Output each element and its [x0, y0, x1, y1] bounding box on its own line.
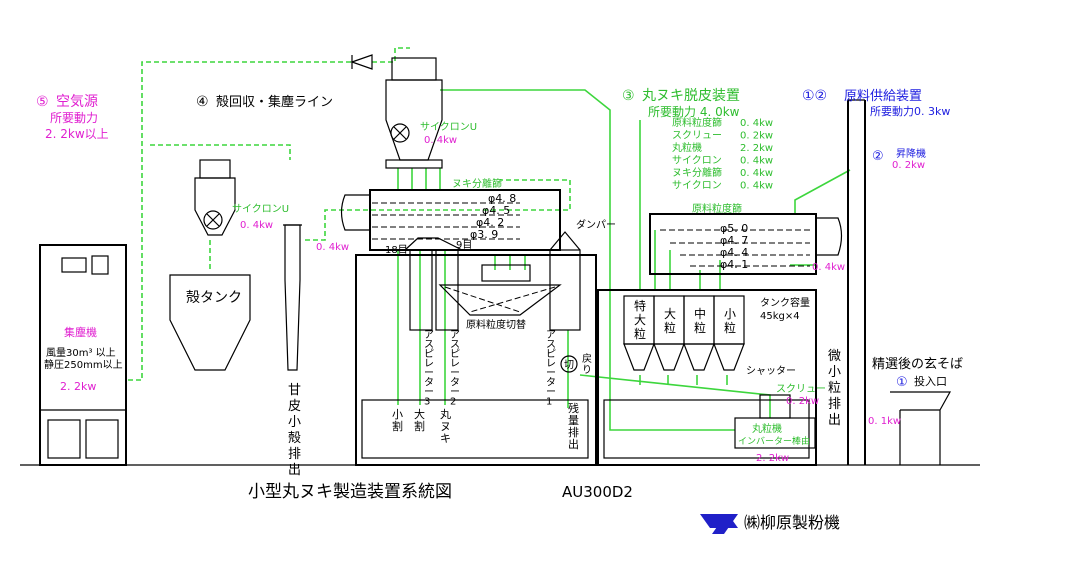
inverter-label: インバーター棒由: [738, 435, 810, 447]
air-source-power: 2. 2kw以上: [45, 127, 109, 141]
airflow-label: 風量30m³ 以上: [46, 347, 116, 359]
residue-label: 残量排出: [568, 401, 579, 451]
green-piping: [128, 47, 851, 431]
shell-tank-label: 殻タンク: [186, 290, 242, 306]
shell-recovery-num: ④: [196, 94, 209, 110]
hulling-item-kw: 2. 2kw: [740, 143, 773, 154]
raw-kw: 0. 4kw: [812, 262, 845, 273]
fine-out-label: 微小粒排出: [828, 349, 841, 428]
cyclone-top-label: サイクロンU: [420, 121, 477, 133]
raw-size-label: φ5. 0: [720, 222, 748, 235]
hulling-item-name: スクリュー: [672, 130, 722, 142]
hulling-item-name: 丸粒機: [672, 141, 702, 154]
sieve-sizes: φ4. 8φ4. 5φ4. 2φ3. 9: [470, 192, 516, 241]
static-pressure-label: 静圧250mm以上: [44, 358, 123, 371]
model-number: AU300D2: [562, 483, 633, 501]
tank-size-label: 45kg×4: [760, 311, 800, 322]
air-source-label: 空気源: [56, 94, 98, 110]
raw-size-label: φ4. 4: [720, 246, 748, 259]
hull-kw: 2. 2kw: [756, 453, 789, 464]
tank-capacity-label: タンク容量: [760, 296, 810, 309]
grade-label: 小粒: [724, 307, 736, 335]
output-label: 丸ヌキ: [440, 408, 451, 445]
hulling-item-name: サイクロン: [672, 180, 722, 192]
equipment-lines: [20, 54, 980, 466]
dust-collector-label: 集塵機: [64, 325, 97, 339]
output-label: 小割: [392, 408, 403, 433]
grade-label: 中粒: [694, 306, 706, 335]
mesh18-label: 18目: [385, 245, 408, 256]
air-source-power-label: 所要動力: [50, 111, 98, 125]
hulling-num: ③: [622, 88, 635, 104]
mid-kw: 0. 4kw: [316, 242, 349, 253]
sieve-size-label: φ4. 2: [476, 216, 504, 229]
elevator-label: 昇降機: [896, 147, 926, 160]
cyclone-left-kw: 0. 4kw: [240, 220, 273, 231]
shutter-label: シャッター: [746, 365, 796, 377]
sieve-size-label: φ4. 8: [488, 192, 516, 205]
inlet-num: ①: [896, 375, 908, 390]
switch-label: 原料粒度切替: [466, 318, 526, 331]
company-logo: [700, 514, 738, 534]
company-name: ㈱柳原製粉機: [744, 513, 840, 532]
hulling-label: 丸ヌキ脱皮装置: [642, 88, 740, 104]
bran-out-label: 甘皮小殻排出: [288, 383, 301, 478]
screw-kw: 0. 2kw: [786, 396, 819, 407]
air-source-num: ⑤: [36, 94, 49, 110]
dust-kw: 2. 2kw: [60, 380, 96, 393]
hulling-items: 原料粒度篩 0. 4kw スクリュー 0. 2kw 丸粒機 2. 2kw サイクロン 0. 4…: [672, 116, 773, 192]
selected-label: 精選後の玄そば: [872, 357, 963, 372]
mesh9-label: 9目: [456, 240, 472, 251]
hulling-item-kw: 0. 2kw: [740, 131, 773, 142]
supply-power: 所要動力0. 3kw: [870, 104, 950, 118]
return-label: 戻り: [582, 352, 592, 376]
hulling-item-name: サイクロン: [672, 155, 722, 167]
cyclone-left-label: サイクロンU: [232, 203, 289, 215]
hulling-item-kw: 0. 4kw: [740, 168, 773, 179]
hulling-item-kw: 0. 4kw: [740, 181, 773, 192]
hulling-power: 所要動力 4. 0kw: [648, 105, 740, 119]
screw-label: スクリュー: [776, 383, 826, 395]
hulling-item-kw: 0. 4kw: [740, 118, 773, 129]
raw-sieve-label: 原料粒度篩: [692, 202, 742, 215]
sieve-size-label: φ3. 9: [470, 228, 498, 241]
diagram-title: 小型丸ヌキ製造装置系統図: [248, 482, 452, 502]
inlet-label: 投入口: [914, 374, 947, 388]
elevator-num: ②: [872, 149, 884, 164]
cyclone-top-kw: 0. 4kw: [424, 135, 457, 146]
grade-label: 大粒: [664, 307, 676, 335]
inlet-kw: 0. 1kw: [868, 416, 901, 427]
raw-sizes: φ5. 0φ4. 7φ4. 4φ4. 1: [720, 222, 748, 271]
return-circle: 切: [564, 359, 574, 371]
supply-label: 原料供給装置: [844, 89, 922, 104]
supply-num: ①②: [802, 88, 827, 104]
elevator-kw: 0. 2kw: [892, 160, 925, 171]
shell-recovery-label: 殻回収・集塵ライン: [216, 94, 333, 110]
damper-label: ダンパー: [576, 218, 616, 231]
labels: ⑤ 空気源 所要動力 2. 2kw以上 ④ 殻回収・集塵ライン ③ 丸ヌキ脱皮装…: [36, 88, 963, 534]
raw-size-label: φ4. 7: [720, 234, 748, 247]
raw-size-label: φ4. 1: [720, 258, 748, 271]
hulling-item-name: 原料粒度篩: [672, 116, 722, 129]
sieve-size-label: φ4. 5: [482, 204, 510, 217]
hulling-machine-label: 丸粒機: [752, 422, 782, 435]
grade-label: 特大粒: [634, 298, 646, 341]
hulling-item-kw: 0. 4kw: [740, 156, 773, 167]
output-label: 大割: [414, 407, 425, 433]
sieve-nuki-label: ヌキ分離篩: [452, 177, 502, 190]
hulling-item-name: ヌキ分離篩: [672, 166, 722, 179]
